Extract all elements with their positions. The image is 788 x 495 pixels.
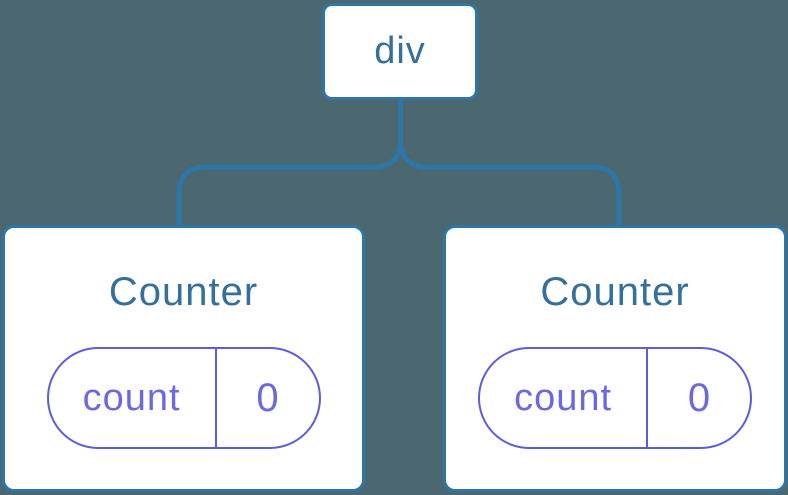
counter-card: Counter count 0 (2, 225, 365, 492)
state-value: 0 (214, 349, 319, 447)
state-pill: count 0 (46, 347, 321, 449)
state-pill: count 0 (478, 347, 752, 449)
counter-card-title: Counter (540, 270, 690, 314)
state-key-label: count (82, 376, 181, 419)
counter-card-title: Counter (108, 270, 259, 314)
connector-right-branch (398, 100, 622, 229)
state-key-label: count (514, 376, 613, 419)
counter-card: Counter count 0 (443, 225, 787, 492)
root-node: div (322, 3, 478, 100)
state-value: 0 (646, 349, 750, 447)
connector-left-branch (176, 100, 403, 229)
root-node-label: div (374, 30, 426, 72)
